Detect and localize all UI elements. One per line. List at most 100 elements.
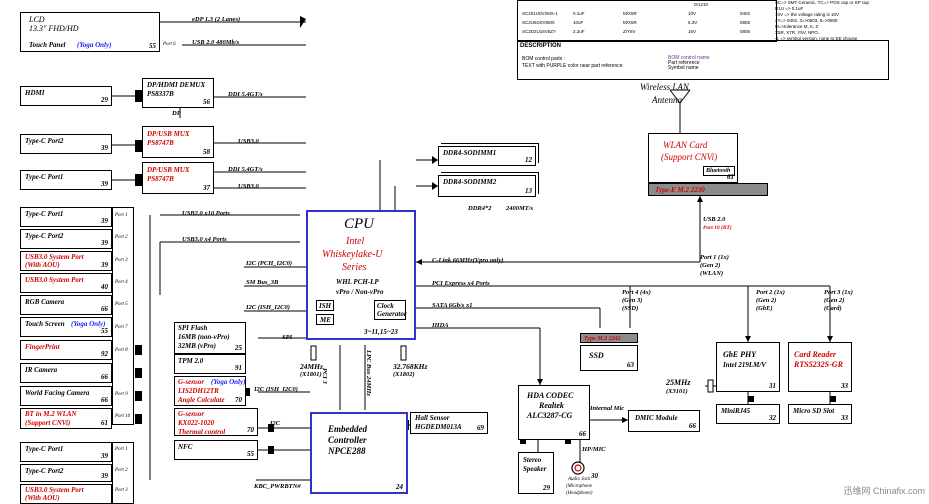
ihda-label: IHDA xyxy=(432,322,449,329)
fingerprint-page: 92 xyxy=(101,350,108,358)
minirj45: MiniRJ45 32 xyxy=(716,404,780,424)
spi-flash-title: SPI Flash xyxy=(178,324,208,332)
rgb-camera-label: RGB Camera xyxy=(25,298,65,306)
wlan-slot-label: Type-E M.2 2230 xyxy=(655,186,705,194)
nfc-title: NFC xyxy=(178,443,193,451)
table-cell: Z/Y5V xyxy=(623,29,636,34)
card-title: Card Reader xyxy=(794,350,836,359)
typec-port2-page: 39 xyxy=(101,144,108,152)
table-cell: M/X5R xyxy=(623,11,637,16)
demux-dp: DP xyxy=(172,110,181,117)
sata-label: SATA 6Gb/s x1 xyxy=(432,302,473,309)
table-cell: 10V xyxy=(688,11,697,16)
wlan-antenna2: Antenna xyxy=(652,95,682,105)
cpu-title: CPU xyxy=(344,216,374,232)
usb3-aou-bottom-block: USB3.0 System Port(With AOU) xyxy=(20,484,112,504)
ir-camera-page: 66 xyxy=(101,373,108,381)
hdmi-label: HDMI xyxy=(25,89,45,97)
ec-line1: Embedded xyxy=(328,424,367,434)
dimm1-label: DDR4-SODIMM1 xyxy=(443,149,497,157)
spi-label: SPI xyxy=(282,334,293,341)
description-line1: BOM control parts : xyxy=(522,56,566,62)
bom-control-name: BOM control name xyxy=(668,55,710,61)
demux-ddi: DDI 5.4GT/s xyxy=(228,91,263,98)
mux-ddi: DDI 5.4GT/s xyxy=(228,166,263,173)
pcie-p1w: (WLAN) xyxy=(700,270,724,277)
lpc-label: LPC Bus 24MHz xyxy=(365,350,372,396)
ssd-title: SSD xyxy=(589,351,604,360)
spi-flash-l1: 16MB (non-vPro) xyxy=(178,333,230,341)
card-part: RTS5232S-GR xyxy=(794,360,843,369)
rj45-label: MiniRJ45 xyxy=(721,407,751,415)
xtal1-ref: (X1801) xyxy=(300,371,322,378)
usb3-typec-port2-block: Type-C Port2 39 xyxy=(20,464,112,482)
ssd-block: SSD 63 xyxy=(580,345,638,371)
wlan-sub: (Support CNVi) xyxy=(661,152,718,162)
demux-part: PS8337B xyxy=(147,90,174,98)
card-page: 33 xyxy=(841,382,848,390)
bt-wlan-label: BT in M.2 WLAN xyxy=(25,410,77,418)
dp-usb-mux-2: DP/USB MUX PS8747B 37 xyxy=(142,162,214,194)
hda-title: HDA CODEC xyxy=(527,391,574,400)
ec-line2: Controller xyxy=(328,435,367,445)
bt-wlan-sub: (Support CNVi) xyxy=(25,419,71,427)
hall-title: Hall Sensor xyxy=(415,414,450,422)
pcie-p1: Port 1 (1x) xyxy=(700,254,729,261)
me-box: ME xyxy=(316,314,334,325)
cpu-pch: WHL PCH-LP xyxy=(336,278,379,286)
dimm2-page: 13 xyxy=(525,187,532,195)
pcie-p3g: (Gen 2) xyxy=(824,297,845,304)
ddr-speed: 2400MT/s xyxy=(506,205,534,212)
port-label: Port 5 xyxy=(115,302,128,307)
gbe-phy: GbE PHY Intel 219LM/V 31 xyxy=(716,342,780,392)
table-cell: 10uF xyxy=(573,20,584,25)
mux1-usb: USB3.0 xyxy=(238,138,259,145)
note-line: D1U => 0.1uF xyxy=(775,6,804,11)
table-cell: 0.1uF xyxy=(573,11,585,16)
cpu-maker: Intel xyxy=(346,236,365,247)
port-label: Port 1 xyxy=(115,447,128,452)
mux2-title: DP/USB MUX xyxy=(147,166,190,174)
pcie-p2g: (Gen 2) xyxy=(756,297,777,304)
part-reference: Part reference xyxy=(668,60,700,66)
bom-notes: SC=> SMT Ceramic, TC=> POS cap or SP cap… xyxy=(775,0,869,42)
description-box: DESCRIPTION BOM control parts : TEXT wit… xyxy=(517,40,889,80)
touch-panel-label: Touch Panel xyxy=(29,41,66,49)
watermark: 迅维网 Chinafix.com xyxy=(843,486,925,496)
tpm-page: 91 xyxy=(235,364,242,372)
gbe-page: 31 xyxy=(769,382,776,390)
i2c-pch-label: I2C (PCH_I2C0) xyxy=(246,260,293,267)
port-label: Port 7 xyxy=(115,325,128,330)
wlan-usb-port: Port 10 (BT) xyxy=(703,225,732,231)
gsensor2-block: G-sensor KX022-1020 Thermal control 70 xyxy=(174,408,258,436)
bom-table: 0r1210 SC201U0V2MX-1 0.1uF M/X5R 10V 040… xyxy=(517,0,777,42)
spi-flash-l2: 32MB (vPro) xyxy=(178,342,216,350)
note-line: 2Y=> 0402, 3=>0603, 5=>0805 xyxy=(775,18,838,23)
table-cell: M/X5R xyxy=(623,20,637,25)
cpu-series: Whiskeylake-U xyxy=(322,249,383,260)
gsensor1-page: 70 xyxy=(235,396,242,404)
usb3-typec-port2-label: Type-C Port2 xyxy=(25,467,64,475)
usb-typec-port2-page: 39 xyxy=(101,239,108,247)
usb3-typec-port1-page: 39 xyxy=(101,452,108,460)
mux2-page: 37 xyxy=(203,184,210,192)
sd-slot-label: Micro SD Slot xyxy=(793,407,835,415)
me-label: ME xyxy=(320,316,331,324)
table-cell: 0805 xyxy=(740,29,751,34)
i2c-ish-label: I2C (ISH_I2C0) xyxy=(246,304,290,311)
usb3-typec-port2-page: 39 xyxy=(101,472,108,480)
gsensor2-desc: Thermal control xyxy=(178,428,226,436)
port-label: Port 10 xyxy=(115,414,131,419)
ddr4-sodimm1: DDR4-SODIMM1 12 xyxy=(438,146,536,166)
table-cell: 0805 xyxy=(740,20,751,25)
usb3-aou-page: 39 xyxy=(101,261,108,269)
wlan-slot: Type-E M.2 2230 xyxy=(648,183,768,196)
ssd-slot: Type M.2 2242 xyxy=(580,333,638,343)
